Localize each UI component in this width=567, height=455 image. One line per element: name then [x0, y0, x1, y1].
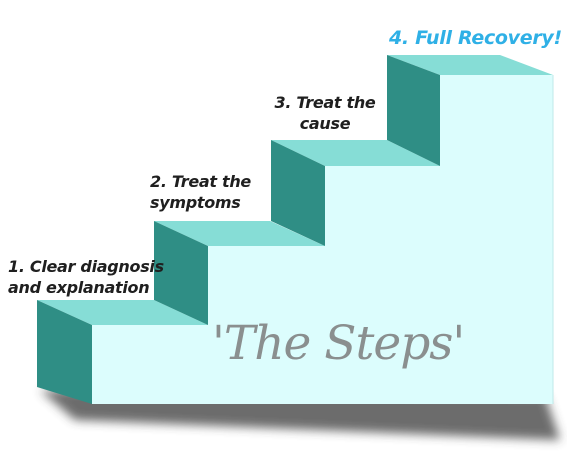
step-2-label: 2. Treat the symptoms: [150, 171, 251, 213]
step-4-label-line-1: 4. Full Recovery!: [389, 27, 562, 49]
step-3-label-line-2: cause: [299, 114, 351, 133]
step-1-top: [37, 300, 208, 325]
step-2-side: [154, 221, 208, 325]
step-4-top: [387, 55, 553, 75]
step-4-label: 4. Full Recovery!: [389, 26, 562, 50]
steps-title: 'The Steps': [212, 316, 465, 371]
step-4-side: [387, 55, 440, 166]
step-2-label-line-2: symptoms: [150, 193, 241, 212]
step-3-label-line-1: 3. Treat the: [274, 93, 376, 112]
step-2-label-line-1: 2. Treat the: [150, 172, 251, 191]
step-1-label-line-2: and explanation: [8, 278, 150, 297]
step-3-side: [271, 140, 325, 246]
step-1-label: 1. Clear diagnosis and explanation: [8, 256, 164, 298]
step-2-top: [154, 221, 325, 246]
step-3-label: 3. Treat the cause: [272, 92, 378, 134]
step-1-label-line-1: 1. Clear diagnosis: [8, 257, 164, 276]
step-1-side: [37, 300, 92, 404]
step-3-top: [271, 140, 440, 166]
staircase-front-face: [92, 75, 553, 404]
